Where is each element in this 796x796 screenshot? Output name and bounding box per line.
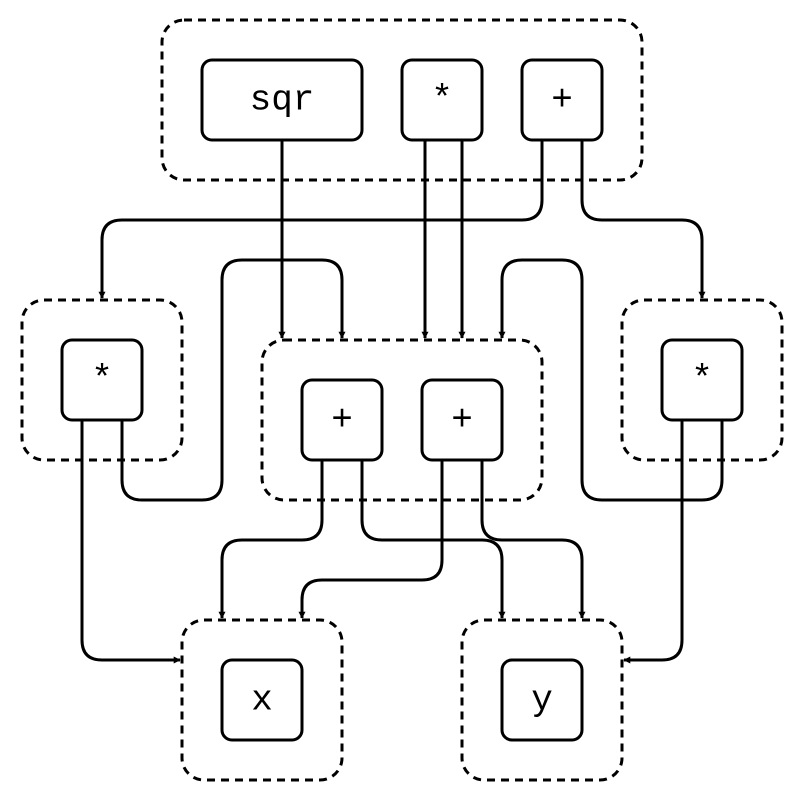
add-node-top: +: [520, 58, 604, 142]
x-node-label: x: [251, 680, 273, 721]
add-node-center-left-label: +: [331, 400, 353, 441]
edge-add-to-left-mul: [98, 140, 544, 299]
center-group: [260, 338, 544, 502]
edge-left-mul-to-x: [80, 420, 181, 664]
edge-center-add1-to-x: [218, 460, 324, 619]
right-group: [620, 298, 784, 462]
y-node-label: y: [531, 680, 553, 721]
add-node-center-left: +: [300, 378, 384, 462]
multiply-node-top: *: [400, 58, 484, 142]
edge-right-mul-to-y: [623, 420, 684, 664]
multiply-node-left-label: *: [91, 360, 113, 401]
edge-center-add1-to-y: [360, 460, 506, 619]
top-group: [160, 18, 644, 182]
edges: [80, 140, 724, 664]
sqr-node-label: sqr: [250, 80, 315, 121]
edge-left-mul-to-center: [120, 258, 346, 502]
multiply-node-left: *: [60, 338, 144, 422]
edge-add-to-right-mul: [580, 140, 706, 299]
add-node-center-right-label: +: [451, 400, 473, 441]
add-node-top-label: +: [551, 80, 573, 121]
edge-center-add2-to-y: [480, 460, 586, 619]
x-node: x: [220, 658, 304, 742]
left-group: [20, 298, 184, 462]
edge-right-mul-to-center: [498, 258, 724, 502]
bottom-right-group: [460, 618, 624, 782]
y-node: y: [500, 658, 584, 742]
edge-center-add2-to-x: [298, 460, 444, 619]
multiply-node-right: *: [660, 338, 744, 422]
bottom-left-group: [180, 618, 344, 782]
multiply-node-top-label: *: [431, 80, 453, 121]
add-node-center-right: +: [420, 378, 504, 462]
sqr-node: sqr: [200, 58, 364, 142]
multiply-node-right-label: *: [691, 360, 713, 401]
